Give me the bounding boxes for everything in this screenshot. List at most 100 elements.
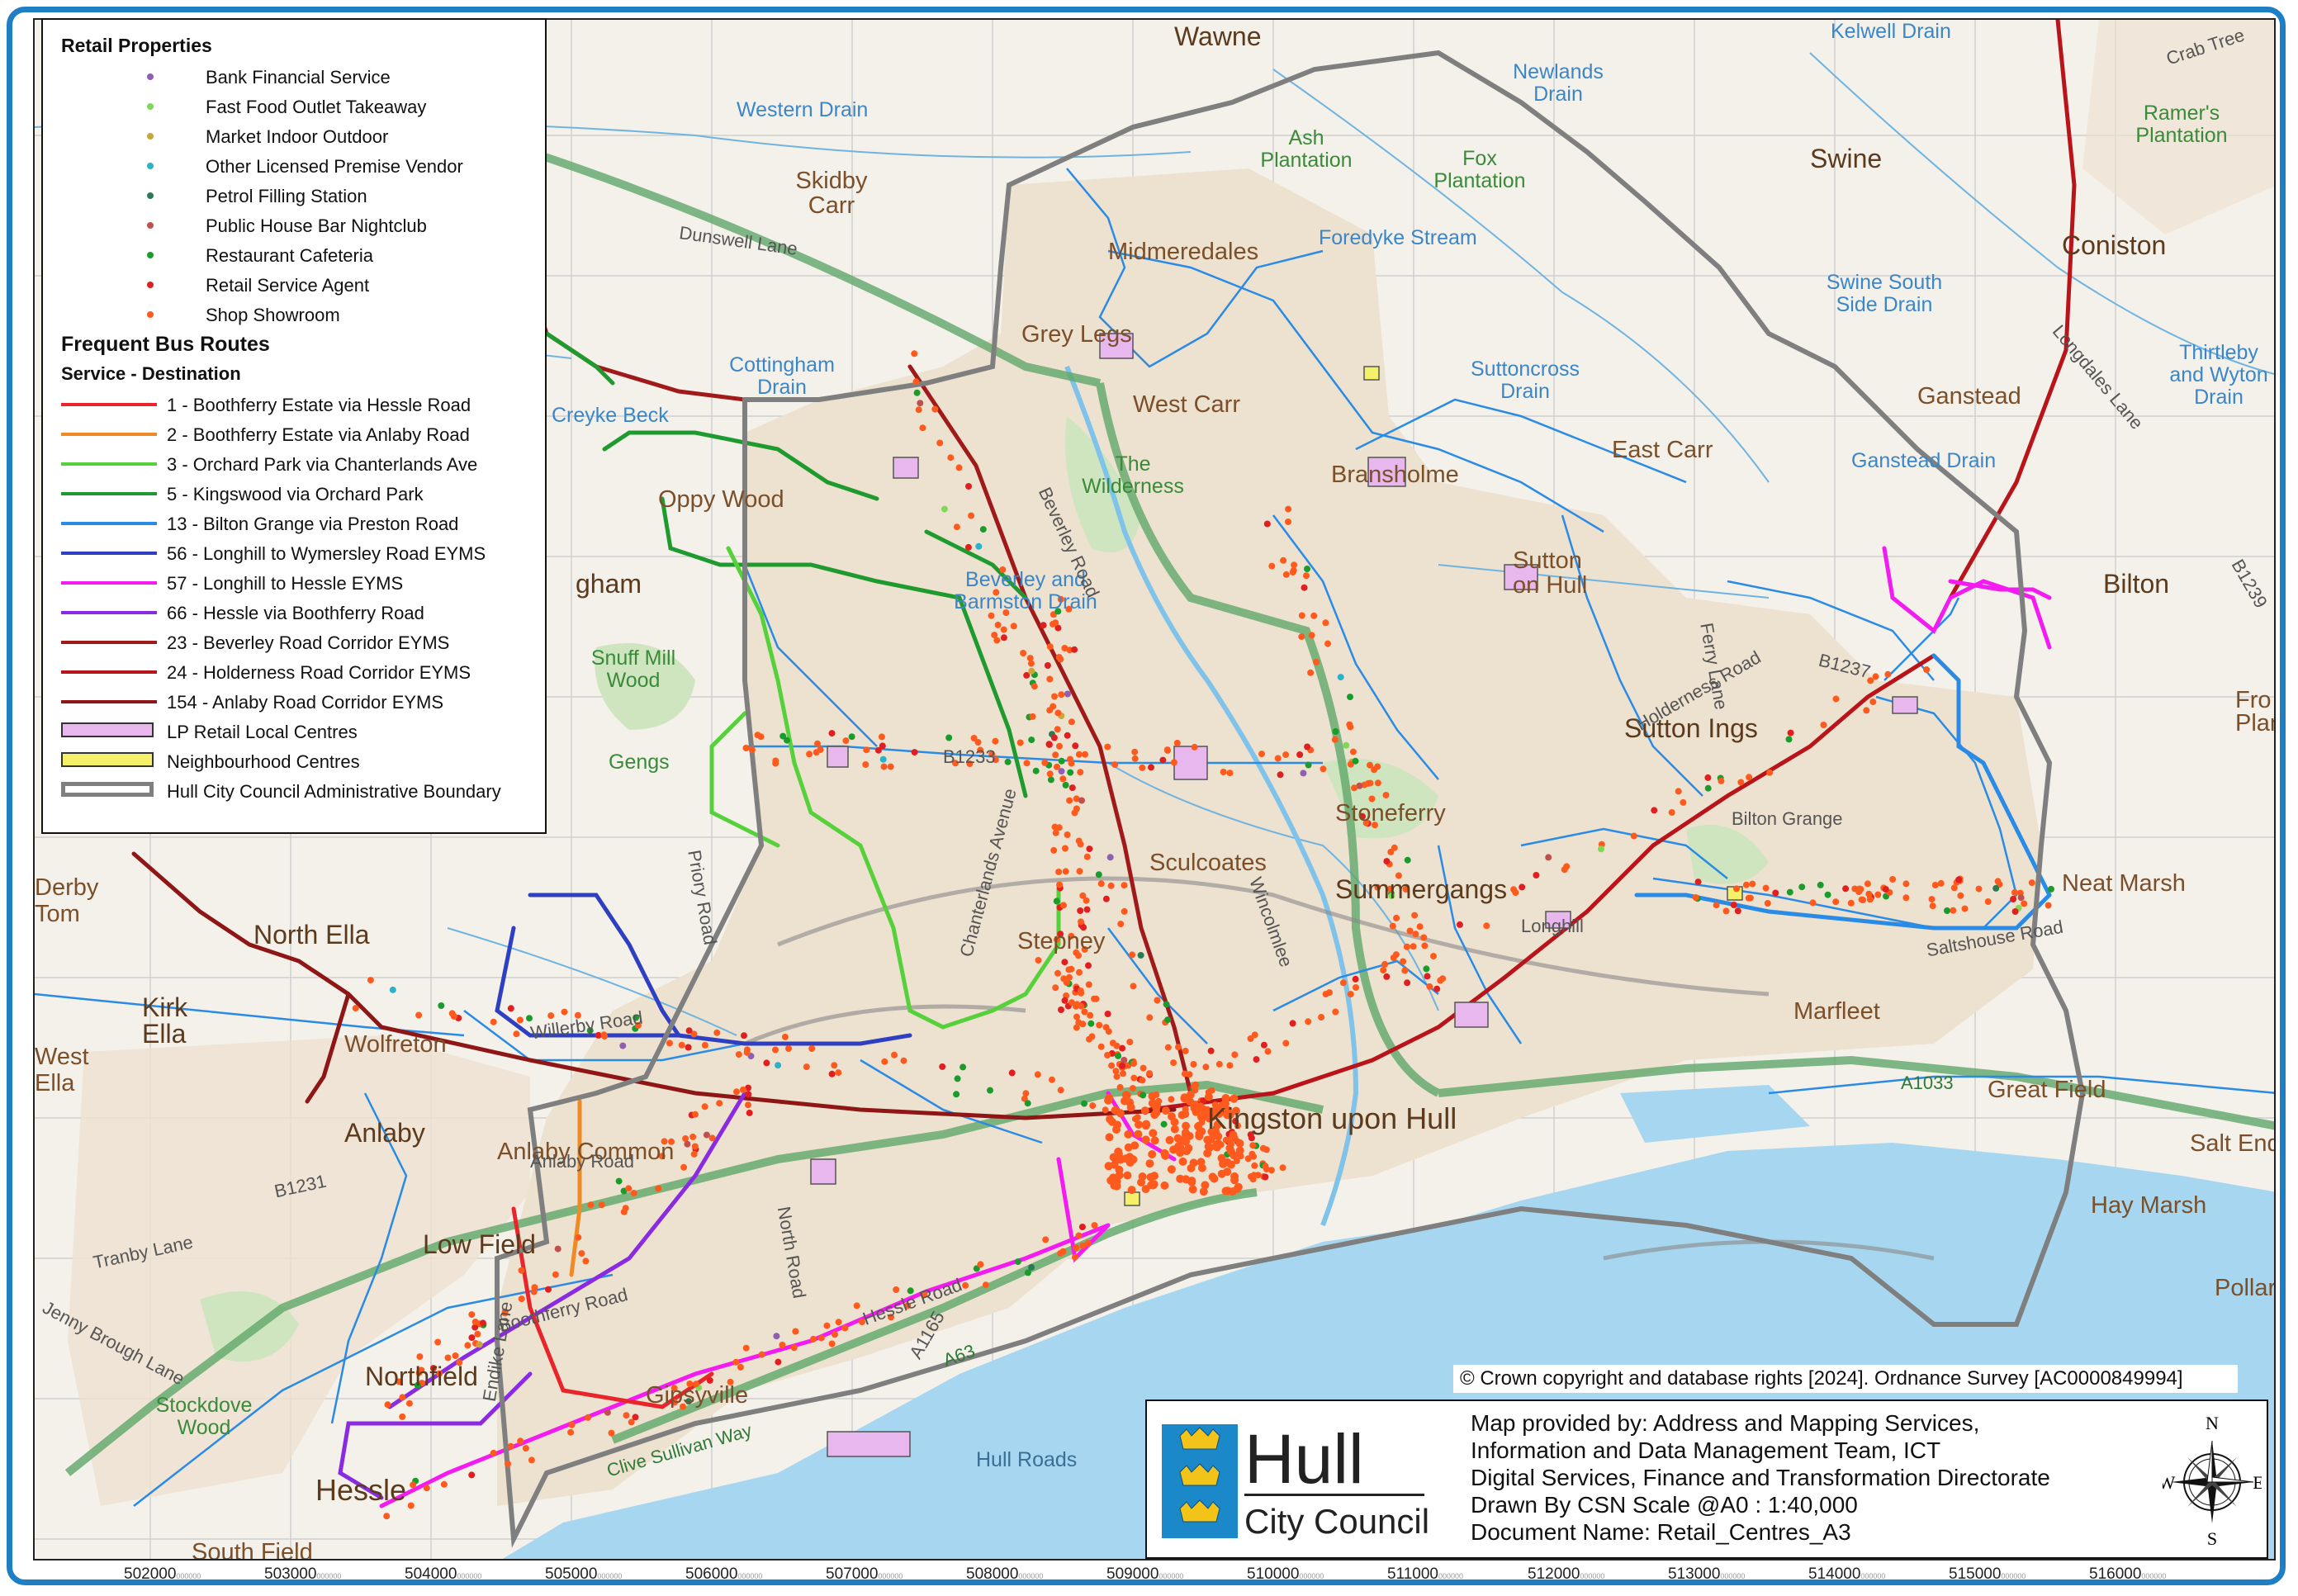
retail-property-dot — [586, 1027, 594, 1035]
retail-property-dot — [464, 1342, 471, 1349]
retail-property-dot — [1349, 748, 1357, 755]
retail-property-dot — [1023, 671, 1031, 679]
retail-property-dot — [1305, 761, 1312, 769]
retail-property-dot — [1944, 907, 1950, 914]
water-label: Foredyke Stream — [1319, 226, 1477, 249]
retail-property-dot — [977, 1261, 984, 1268]
retail-property-dot — [1061, 645, 1068, 651]
retail-property-dot — [1188, 1185, 1197, 1194]
retail-property-dot — [501, 1308, 509, 1315]
retail-property-dot — [1289, 569, 1296, 575]
retail-property-dot — [1182, 1047, 1189, 1054]
compass-rose-icon: N S E W — [2158, 1413, 2264, 1549]
retail-property-dot — [598, 1201, 605, 1209]
retail-property-dot — [1260, 1041, 1267, 1049]
retail-property-dot — [1140, 1106, 1149, 1115]
retail-property-dot — [384, 1401, 391, 1409]
retail-property-dot — [1929, 902, 1936, 910]
retail-property-dot — [1054, 709, 1062, 717]
retail-property-dot — [1057, 656, 1064, 663]
place-label: Neat Marsh — [2062, 870, 2186, 897]
retail-property-dot — [1089, 1102, 1097, 1110]
retail-property-dot — [1175, 1044, 1182, 1051]
retail-property-dot — [1994, 878, 2002, 885]
legend-item-label: Fast Food Outlet Takeaway — [206, 97, 427, 117]
credit-line: Document Name: Retail_Centres_A3 — [1471, 1519, 1851, 1545]
retail-property-dot — [1113, 1073, 1121, 1080]
x-tick-label: 514000000000 — [1808, 1565, 1886, 1583]
retail-property-dot — [848, 733, 855, 741]
retail-property-dot — [1291, 561, 1298, 569]
place-label: Kingston upon Hull — [1207, 1101, 1457, 1135]
retail-property-dot — [1519, 883, 1526, 891]
retail-property-dot — [1064, 690, 1071, 698]
place-label: Wolfreton — [344, 1031, 447, 1058]
retail-property-dot — [1749, 880, 1756, 888]
place-label: Coniston — [2062, 230, 2167, 260]
retail-property-dot — [703, 1131, 710, 1139]
retail-property-dot — [1320, 765, 1327, 773]
x-tick-label: 508000000000 — [966, 1565, 1044, 1583]
retail-property-dot — [516, 1016, 524, 1024]
retail-property-dot — [383, 1513, 391, 1520]
legend-bus-route: 13 - Bilton Grange via Preston Road — [61, 509, 545, 538]
place-label: West Carr — [1133, 391, 1240, 418]
place-label: Bilton — [2103, 569, 2170, 599]
retail-property-dot — [1024, 1100, 1031, 1107]
retail-property-dot — [595, 1031, 602, 1039]
retail-property-dot — [1902, 880, 1910, 888]
retail-property-dot — [1055, 869, 1063, 875]
retail-property-dot — [1928, 896, 1936, 903]
retail-property-dot — [1000, 626, 1007, 633]
retail-property-dot — [1347, 694, 1353, 701]
legend-line-icon — [61, 403, 157, 406]
retail-property-dot — [1123, 1171, 1132, 1180]
retail-property-dot — [1002, 609, 1010, 616]
retail-property-dot — [803, 1063, 810, 1071]
retail-property-dot — [1259, 1144, 1267, 1152]
map-legend: Retail Properties Bank Financial Service… — [41, 18, 547, 834]
retail-property-dot — [632, 1414, 639, 1421]
retail-property-dot — [1304, 743, 1311, 751]
retail-property-dot — [1058, 1006, 1064, 1013]
legend-item-label: Hull City Council Administrative Boundar… — [167, 781, 501, 802]
retail-property-dot — [1150, 1111, 1159, 1120]
retail-property-dot — [1112, 1125, 1121, 1134]
retail-property-dot — [1889, 876, 1897, 883]
retail-property-dot — [993, 637, 1001, 644]
retail-property-dot — [1301, 584, 1308, 591]
retail-property-dot — [1050, 734, 1058, 741]
legend-area: LP Retail Local Centres — [61, 717, 545, 746]
retail-property-dot — [1858, 896, 1865, 903]
place-label: Ganstead — [1917, 383, 2021, 410]
retail-property-dot — [1406, 927, 1414, 935]
retail-property-dot — [1024, 1269, 1031, 1276]
retail-property-dot — [813, 749, 820, 756]
retail-property-dot — [1053, 897, 1060, 905]
legend-bus-subtitle: Service - Destination — [61, 363, 241, 384]
place-label: Sculcoates — [1149, 850, 1267, 876]
retail-property-dot — [1423, 965, 1430, 973]
retail-property-dot — [1104, 1011, 1111, 1017]
retail-property-dot — [1389, 922, 1396, 930]
retail-property-dot — [1131, 1115, 1139, 1123]
legend-item-label: Restaurant Cafeteria — [206, 245, 373, 266]
retail-property-dot — [1391, 844, 1398, 851]
retail-property-dot — [1167, 1165, 1176, 1174]
retail-property-dot — [975, 542, 983, 550]
retail-property-dot — [1004, 758, 1012, 765]
retail-property-dot — [1014, 1258, 1021, 1266]
retail-property-dot — [1403, 943, 1410, 950]
retail-property-dot — [456, 1359, 463, 1366]
retail-property-dot — [686, 1381, 694, 1387]
compass-n: N — [2206, 1416, 2219, 1433]
water-label: Newlands Drain — [1513, 60, 1604, 106]
retail-property-dot — [964, 543, 972, 551]
retail-property-dot — [1117, 921, 1125, 928]
x-tick-label: 507000000000 — [826, 1565, 903, 1583]
legend-item-label: 13 - Bilton Grange via Preston Road — [167, 514, 459, 534]
urban-areas — [68, 20, 2274, 1506]
retail-property-dot — [1075, 751, 1083, 758]
place-label: Stoneferry — [1335, 800, 1446, 826]
retail-property-dot — [1186, 1091, 1195, 1099]
